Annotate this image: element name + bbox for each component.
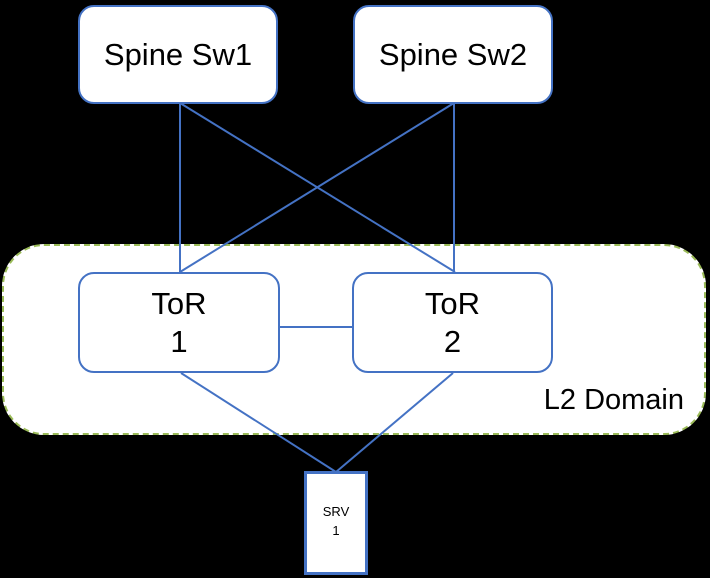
node-srv-1-label-line1: SRV: [322, 504, 350, 519]
node-srv-1-label-line2: 1: [332, 523, 340, 538]
node-spine-sw2[interactable]: Spine Sw2: [353, 5, 553, 104]
l2-domain-label: L2 Domain: [543, 384, 684, 416]
node-spine-sw2-label: Spine Sw2: [378, 36, 528, 72]
node-srv-1[interactable]: SRV 1: [304, 471, 368, 575]
node-tor-1[interactable]: ToR 1: [78, 272, 280, 373]
node-tor-2[interactable]: ToR 2: [352, 272, 553, 373]
node-tor-2-label-line2: 2: [443, 323, 462, 359]
node-tor-2-label-line1: ToR: [424, 285, 481, 321]
node-spine-sw1-label: Spine Sw1: [103, 36, 253, 72]
node-tor-1-label-line2: 1: [170, 323, 188, 359]
node-spine-sw1[interactable]: Spine Sw1: [78, 5, 278, 104]
node-tor-1-label-line1: ToR: [151, 285, 207, 321]
